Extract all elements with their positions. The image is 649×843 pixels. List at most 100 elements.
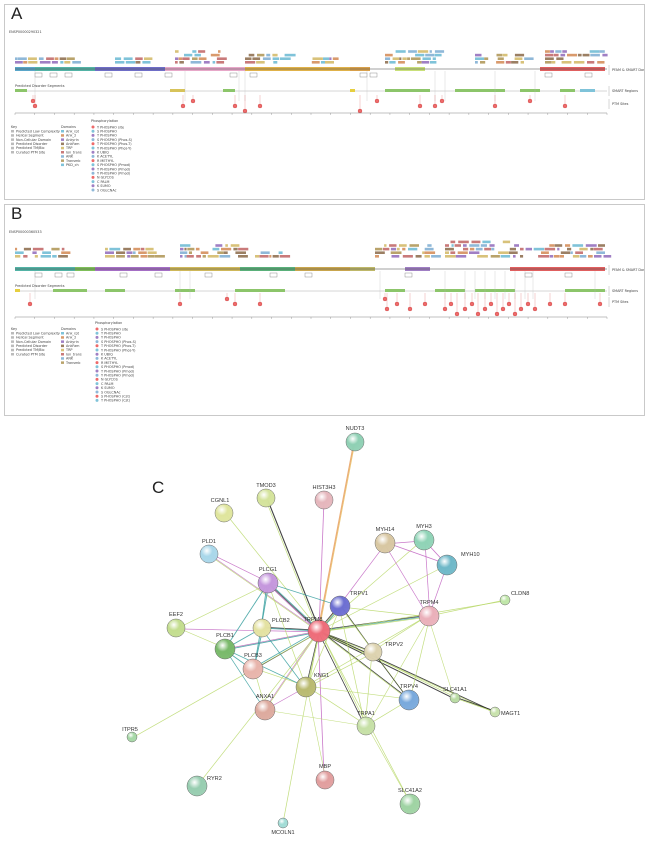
protein-node-myh3 (413, 529, 435, 551)
motif-box (369, 72, 378, 78)
feature-block (424, 251, 436, 254)
feature-block (184, 255, 187, 258)
feature-block (508, 251, 518, 254)
feature-block (538, 255, 550, 258)
feature-block (233, 247, 238, 251)
ptm-site (180, 103, 186, 109)
feature-block (505, 61, 511, 64)
protein-node-slc41a2 (399, 793, 421, 815)
legend-ptm-dot (95, 398, 99, 402)
feature-block (445, 255, 456, 258)
feature-block (32, 251, 37, 254)
legend-swatch (61, 130, 64, 133)
feature-block (475, 53, 482, 57)
ptm-site (242, 108, 248, 114)
protein-node-plcg1 (257, 572, 279, 594)
protein-node-kng1 (295, 676, 317, 698)
legend-ptm-item: T PHOSPHO (100, 332, 121, 336)
protein-label-cgnl1: CGNL1 (211, 498, 230, 504)
legend-key-item: Predicted Disorder (16, 344, 48, 348)
track-label: PTM Sites (612, 300, 629, 304)
interaction-edge (319, 630, 368, 726)
ptm-sites (30, 95, 568, 114)
feature-block (28, 57, 37, 60)
legend-ptm-dot (95, 352, 99, 356)
interaction-edge (383, 543, 429, 617)
legend-ptm-dot (91, 133, 95, 137)
interaction-edge (338, 606, 366, 727)
legend-domain-item: AnkFam (66, 344, 80, 348)
ptm-site (32, 103, 38, 109)
feature-block (513, 255, 516, 258)
legend-swatch (61, 159, 64, 162)
ptm-site (506, 301, 512, 307)
feature-block (123, 247, 131, 251)
interaction-edge (224, 512, 320, 631)
feature-block (475, 61, 478, 64)
motif-box (524, 272, 533, 278)
ptm-site (374, 98, 380, 104)
feature-block (402, 247, 406, 251)
feature-block (216, 57, 227, 60)
feature-blocks (15, 240, 612, 258)
protein-node-plcb2 (252, 618, 272, 638)
feature-block (133, 247, 141, 251)
protein-node-mbp (315, 770, 335, 790)
protein-label-cldn8: CLDN8 (511, 591, 529, 597)
feature-block (257, 53, 265, 57)
interaction-edge (319, 600, 506, 633)
ptm-site (547, 301, 553, 307)
feature-block (445, 244, 449, 247)
legend-key-item: Predicted TM/Bio (16, 348, 44, 352)
feature-block (184, 53, 193, 57)
feature-block (140, 247, 145, 251)
feature-block (221, 247, 232, 251)
feature-block (144, 57, 153, 60)
feature-block (469, 247, 475, 251)
feature-block (550, 50, 554, 53)
legend-swatch (11, 146, 14, 150)
feature-block (560, 251, 571, 254)
legend-ptm-dot (95, 361, 99, 365)
interaction-edge (268, 581, 320, 631)
interaction-edge (208, 553, 320, 632)
feature-block (408, 50, 417, 53)
protein-node-plcb1 (214, 638, 236, 660)
interaction-edge (319, 629, 410, 700)
feature-block (567, 53, 577, 57)
protein-label-nudt3: NUDT3 (346, 426, 365, 432)
feature-block (216, 61, 225, 64)
ptm-site (512, 311, 518, 317)
protein-label-plcb1: PLCB1 (216, 633, 234, 639)
legend-swatch (61, 340, 64, 343)
feature-block (15, 61, 23, 64)
feature-block (190, 61, 202, 64)
protein-node-trpm8 (307, 619, 331, 643)
feature-block (431, 255, 441, 258)
legend-swatch (61, 146, 64, 150)
feature-block (116, 251, 126, 254)
feature-block (489, 244, 495, 247)
legend-ptm-item: K ACETYL (101, 357, 117, 361)
motif-box (66, 272, 75, 278)
protein-label-magt1: MAGT1 (501, 711, 520, 717)
protein-label-trpa1: TRPA1 (357, 711, 375, 717)
legend-ptm-dot (95, 373, 99, 377)
feature-block (389, 61, 396, 64)
interaction-edge (385, 541, 448, 565)
legend-ptm-dot (91, 142, 95, 146)
legend-ptm-dot (91, 154, 95, 158)
feature-block (549, 244, 555, 247)
protein-label-trpm4: TRPM4 (420, 600, 439, 606)
feature-block (252, 57, 261, 60)
motif-box (64, 72, 73, 78)
legend-swatch (11, 348, 14, 352)
interaction-edge (132, 631, 320, 739)
legend-domain-item: TRP (65, 348, 72, 352)
feature-block (203, 61, 210, 64)
disorder-segment (175, 289, 195, 292)
feature-block (138, 251, 147, 254)
ptm-site (562, 301, 568, 307)
